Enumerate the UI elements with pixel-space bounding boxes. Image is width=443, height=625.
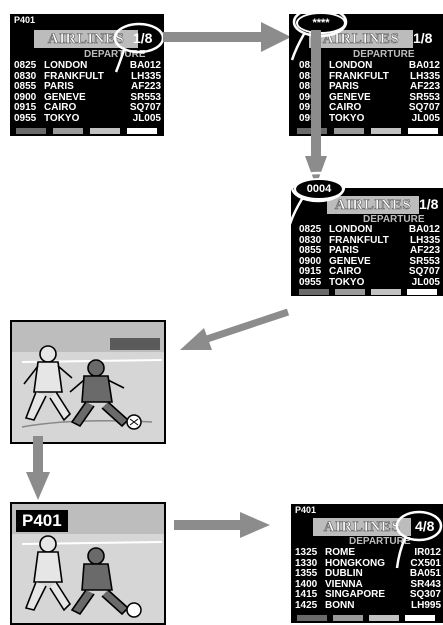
page-counter: 1/8 (419, 196, 438, 212)
arrow-right-icon (163, 22, 303, 52)
yellow-key[interactable] (90, 128, 120, 134)
tv-picture-with-page-number: P401 (10, 502, 166, 625)
arrow-right-icon (174, 512, 274, 538)
blue-key[interactable] (127, 128, 157, 134)
arrow-diagonal-icon (174, 306, 294, 356)
blue-key[interactable] (405, 615, 435, 621)
red-key[interactable] (16, 128, 46, 134)
yellow-key[interactable] (369, 615, 399, 621)
arrow-down-icon (26, 436, 50, 502)
tv-picture-screen (10, 320, 166, 444)
page-counter: 1/8 (413, 30, 432, 46)
fastext-keys (299, 289, 439, 295)
fastext-keys (16, 128, 160, 134)
yellow-key[interactable] (371, 128, 401, 134)
page-number-overlay: P401 (16, 510, 68, 532)
red-key[interactable] (297, 615, 327, 621)
arrow-down-icon (305, 30, 327, 190)
page-number: P401 (295, 505, 316, 515)
green-key[interactable] (334, 128, 364, 134)
highlight-ellipse (373, 502, 443, 572)
football-players-illustration (12, 322, 164, 442)
departure-heading: DEPARTURE (353, 49, 414, 60)
page-number: P401 (14, 15, 35, 25)
green-key[interactable] (335, 289, 365, 295)
yellow-key[interactable] (371, 289, 401, 295)
blue-key[interactable] (408, 128, 438, 134)
highlight-ellipse (284, 168, 348, 228)
red-key[interactable] (299, 289, 329, 295)
blue-key[interactable] (407, 289, 437, 295)
green-key[interactable] (333, 615, 363, 621)
fastext-keys (297, 615, 437, 621)
green-key[interactable] (53, 128, 83, 134)
